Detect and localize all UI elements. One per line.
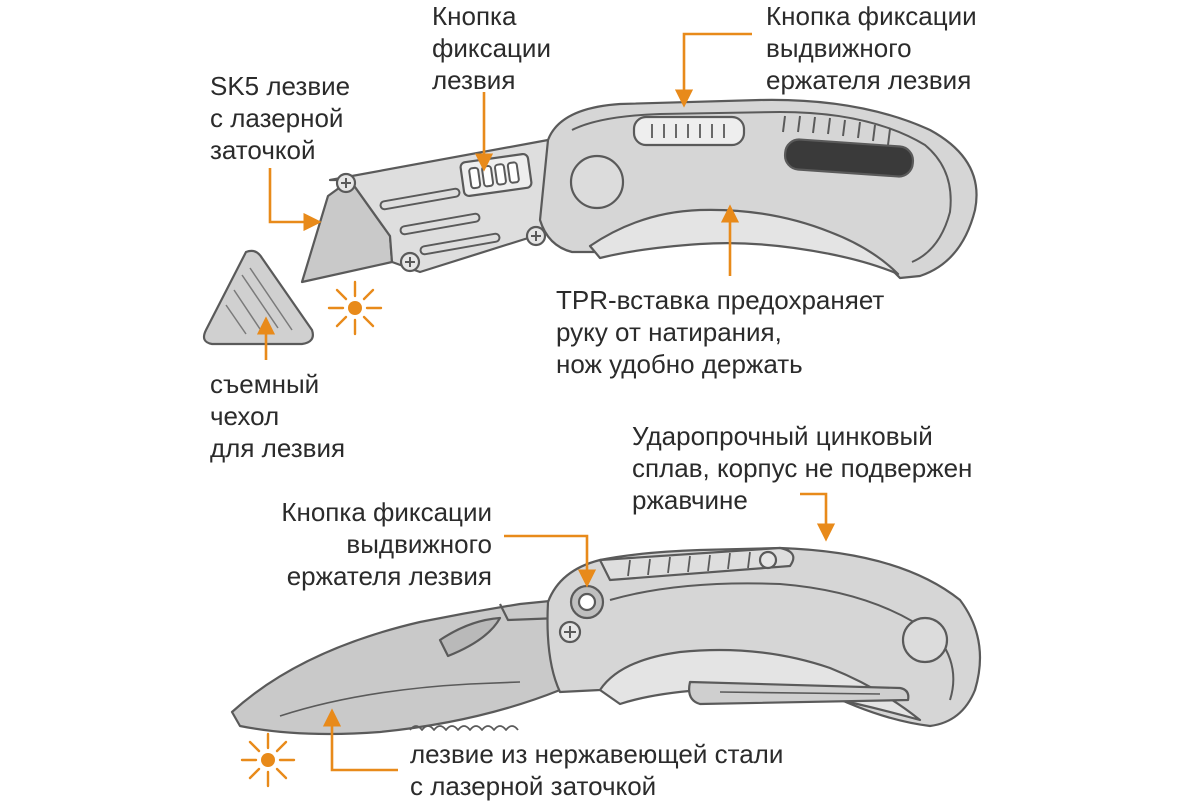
label-zinc-alloy: Ударопрочный цинковый сплав, корпус не п… bbox=[632, 421, 973, 515]
folding-knife bbox=[230, 546, 982, 736]
label-tpr-insert: TPR-вставка предохраняет руку от натиран… bbox=[556, 285, 885, 379]
arrow-zinc-alloy bbox=[800, 492, 836, 542]
blade-cover bbox=[202, 249, 314, 346]
tpr-insert bbox=[588, 208, 900, 276]
label-steel-blade: лезвие из нержавеющей стали с лазерной з… bbox=[410, 739, 784, 801]
sparkle-icon bbox=[327, 280, 383, 336]
label-holder-lock-button-bottom: Кнопка фиксации выдвижного ержателя лезв… bbox=[281, 497, 492, 591]
arrow-holder-lock-bottom bbox=[504, 534, 597, 588]
utility-knife bbox=[300, 98, 978, 284]
handle-window bbox=[783, 138, 915, 178]
holder-lock-slider bbox=[632, 115, 746, 147]
arrow-sk5-blade bbox=[268, 168, 322, 232]
label-holder-lock-button-top: Кнопка фиксации выдвижного ержателя лезв… bbox=[766, 1, 977, 95]
arrow-holder-lock-top bbox=[674, 32, 752, 108]
sparkle-icon bbox=[240, 732, 296, 788]
label-sk5-blade: SK5 лезвие с лазерной заточкой bbox=[210, 71, 351, 165]
handle-emblem bbox=[569, 154, 625, 210]
label-blade-cover: съемный чехол для лезвия bbox=[210, 369, 346, 463]
arrow-steel-blade bbox=[322, 708, 398, 772]
label-blade-lock-button: Кнопка фиксации лезвия bbox=[432, 1, 551, 95]
